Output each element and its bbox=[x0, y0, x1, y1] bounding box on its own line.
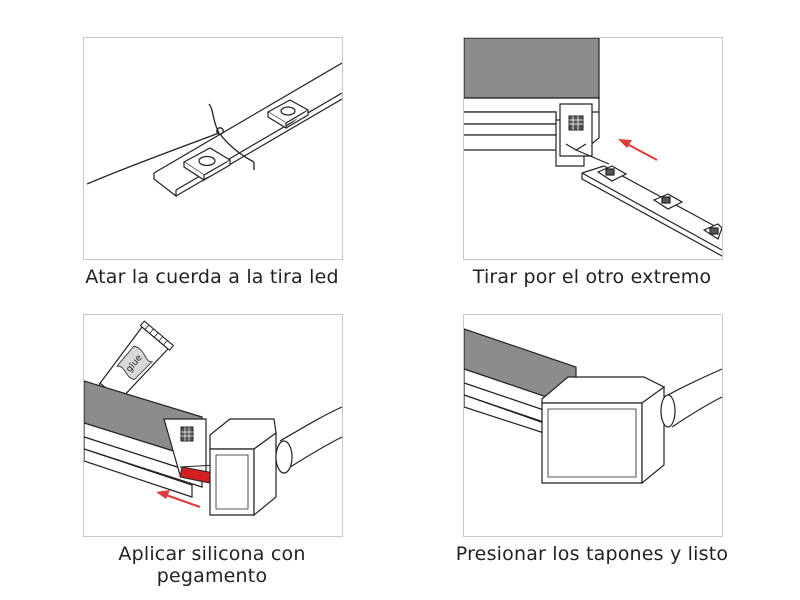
step-3-caption: Aplicar silicona con pegamento bbox=[118, 543, 306, 587]
step-4-caption: Presionar los tapones y listo bbox=[455, 543, 729, 565]
glue-tube-icon: glue bbox=[91, 320, 175, 412]
led-chip bbox=[596, 165, 628, 182]
step-1-caption: Atar la cuerda a la tira led bbox=[85, 266, 339, 288]
neon-profile bbox=[464, 38, 600, 167]
led-chip bbox=[702, 223, 722, 240]
rope bbox=[86, 103, 255, 185]
neon-profile bbox=[84, 380, 207, 498]
end-cap bbox=[209, 418, 277, 517]
step-2-panel bbox=[463, 37, 723, 260]
step-3-panel: glue bbox=[83, 314, 343, 537]
step-3-illustration: glue bbox=[84, 320, 342, 517]
led-chip bbox=[652, 193, 684, 210]
pull-arrow-icon bbox=[618, 139, 658, 161]
step-1-panel bbox=[83, 37, 343, 260]
step-2-illustration bbox=[464, 38, 722, 257]
step-1-illustration bbox=[86, 62, 342, 198]
step-4-illustration bbox=[464, 328, 722, 485]
step-2-caption: Tirar por el otro extremo bbox=[472, 266, 712, 288]
step-4-panel bbox=[463, 314, 723, 537]
push-arrow-icon bbox=[156, 490, 201, 508]
end-cap bbox=[541, 376, 666, 485]
led-chip bbox=[182, 147, 232, 182]
led-chip bbox=[266, 99, 310, 130]
